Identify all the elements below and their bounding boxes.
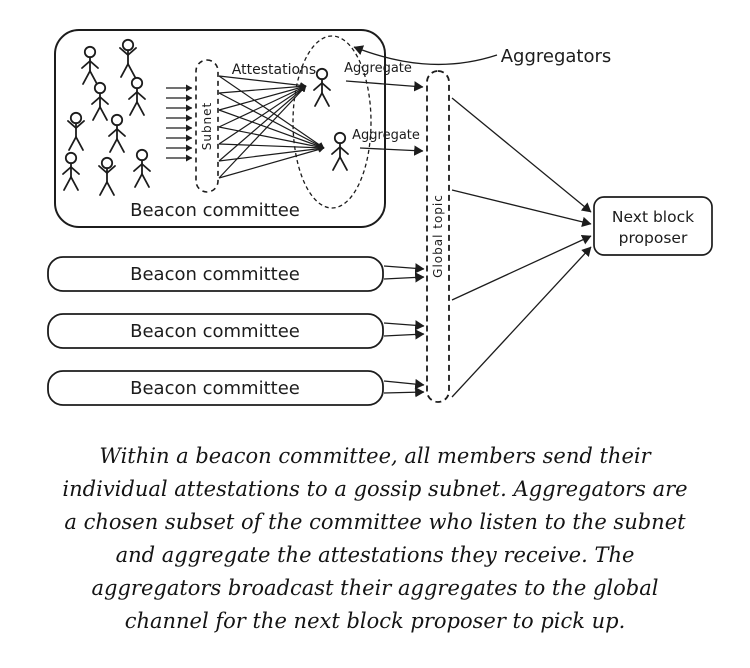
attestation-aggregation-diagram: Beacon committee Subnet (47, 29, 713, 406)
global-topic-label: Global topic (431, 194, 445, 278)
aggregate-label-2: Aggregate (352, 128, 420, 143)
committee-2-arrows (383, 263, 425, 283)
stick-figure (62, 151, 80, 191)
beacon-committee-1-label: Beacon committee (130, 200, 300, 221)
subnet-box (195, 59, 219, 193)
stick-figure (81, 45, 99, 85)
aggregator-stick-figure (313, 67, 331, 107)
beacon-committee-1-box (54, 29, 386, 228)
caption: Within a beacon committee, all members s… (0, 440, 750, 638)
aggregators-pointer-arrow (353, 45, 498, 66)
caption-line: individual attestations to a gossip subn… (62, 477, 688, 501)
beacon-committee-3-box (47, 313, 384, 349)
stick-figure (128, 76, 146, 116)
aggregate-arrow-1 (345, 80, 424, 92)
subnet-label: Subnet (200, 102, 214, 151)
caption-line: aggregators broadcast their aggregates t… (91, 576, 659, 600)
stick-figure (119, 38, 137, 78)
caption-line: a chosen subset of the committee who lis… (64, 510, 686, 534)
stick-figure (98, 156, 116, 196)
aggregate-arrow-2 (359, 145, 424, 156)
beacon-committee-4-box (47, 370, 384, 406)
caption-line: Within a beacon committee, all members s… (99, 444, 651, 468)
attestations-label: Attestations (232, 62, 316, 78)
committee-3-arrows (383, 320, 425, 340)
stick-figure (67, 111, 85, 151)
global-to-proposer-arrows (451, 97, 592, 398)
aggregator-stick-figure (331, 131, 349, 171)
beacon-committee-2-label: Beacon committee (130, 264, 300, 285)
attestation-mesh (218, 75, 325, 179)
beacon-committee-2-box (47, 256, 384, 292)
stick-figure (91, 81, 109, 121)
beacon-committee-3-label: Beacon committee (130, 321, 300, 342)
committee-members-group (62, 38, 151, 196)
next-block-proposer-label-line2: proposer (619, 229, 688, 247)
members-to-subnet-arrows (166, 84, 193, 162)
beacon-committee-4-label: Beacon committee (130, 378, 300, 399)
aggregators-ellipse (292, 35, 372, 209)
committee-4-arrows (383, 378, 425, 398)
stick-figure (108, 113, 126, 153)
aggregate-label-1: Aggregate (344, 61, 412, 76)
caption-line: channel for the next block proposer to p… (124, 609, 626, 633)
aggregators-pointer-label: Aggregators (501, 46, 612, 67)
global-topic-box (426, 70, 450, 403)
caption-line: and aggregate the attestations they rece… (115, 543, 635, 567)
next-block-proposer-label-line1: Next block (612, 208, 694, 226)
next-block-proposer-box (593, 196, 713, 256)
stick-figure (133, 148, 151, 188)
